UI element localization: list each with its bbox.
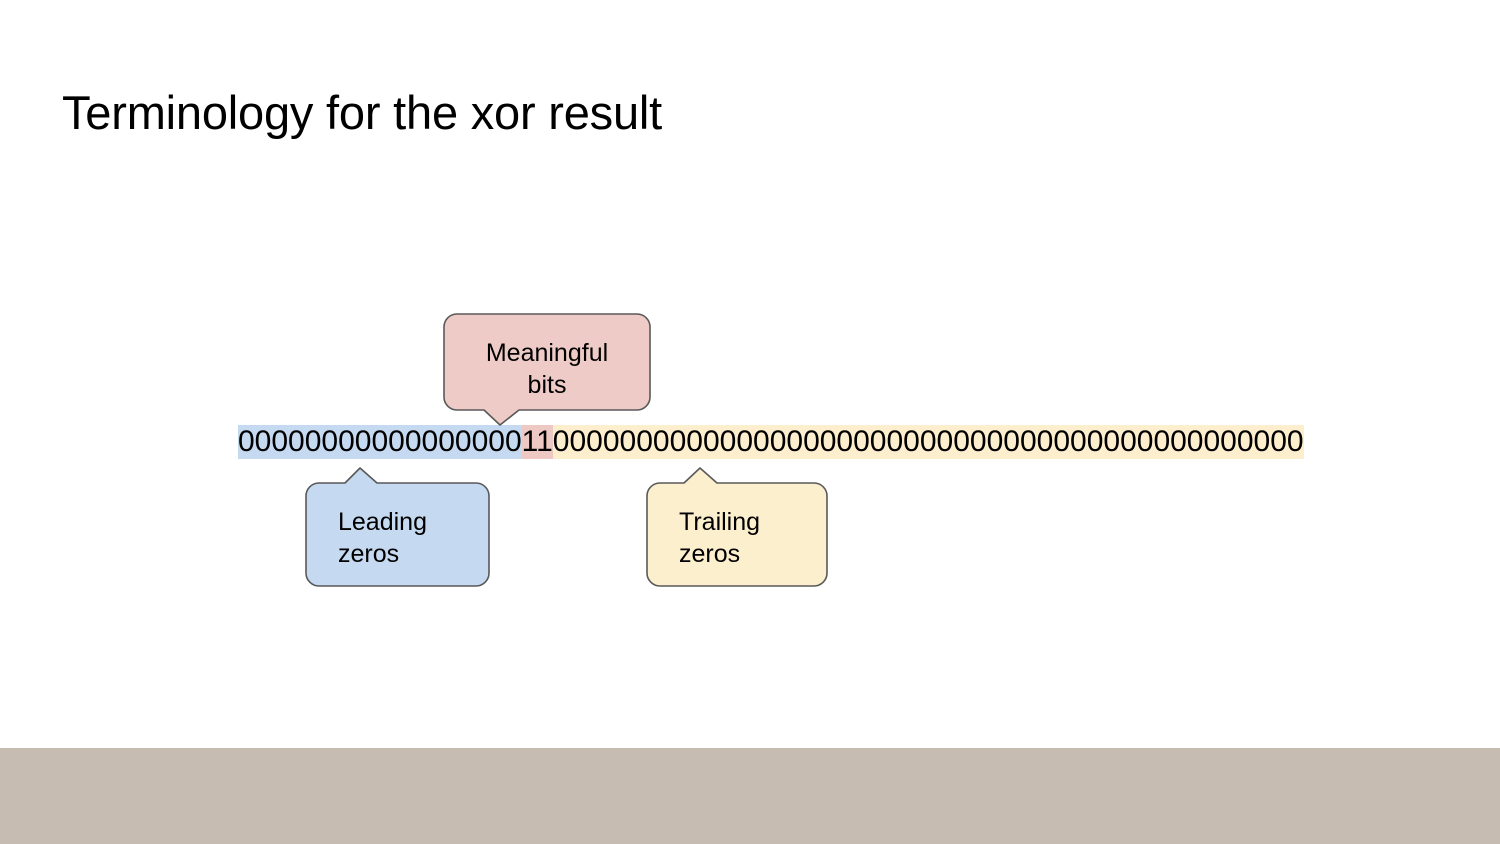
callout-leading-zeros[interactable]: Leading zeros xyxy=(305,466,490,587)
footer-band xyxy=(0,748,1500,844)
bitstring-trailing-zeros: 0000000000000000000000000000000000000000… xyxy=(552,425,1304,459)
page-title: Terminology for the xor result xyxy=(62,86,663,139)
callout-trailing-zeros-label: Trailing zeros xyxy=(679,508,761,568)
bitstring-leading-zeros: 00000000000000000 xyxy=(238,425,522,459)
callout-meaningful-bits[interactable]: Meaningful bits xyxy=(443,313,651,426)
callout-meaningful-bits-label: Meaningful bits xyxy=(485,339,609,399)
callout-trailing-zeros[interactable]: Trailing zeros xyxy=(646,466,828,587)
callout-leading-zeros-label: Leading zeros xyxy=(338,508,427,568)
bitstring-meaningful-bits: 11 xyxy=(521,425,553,459)
